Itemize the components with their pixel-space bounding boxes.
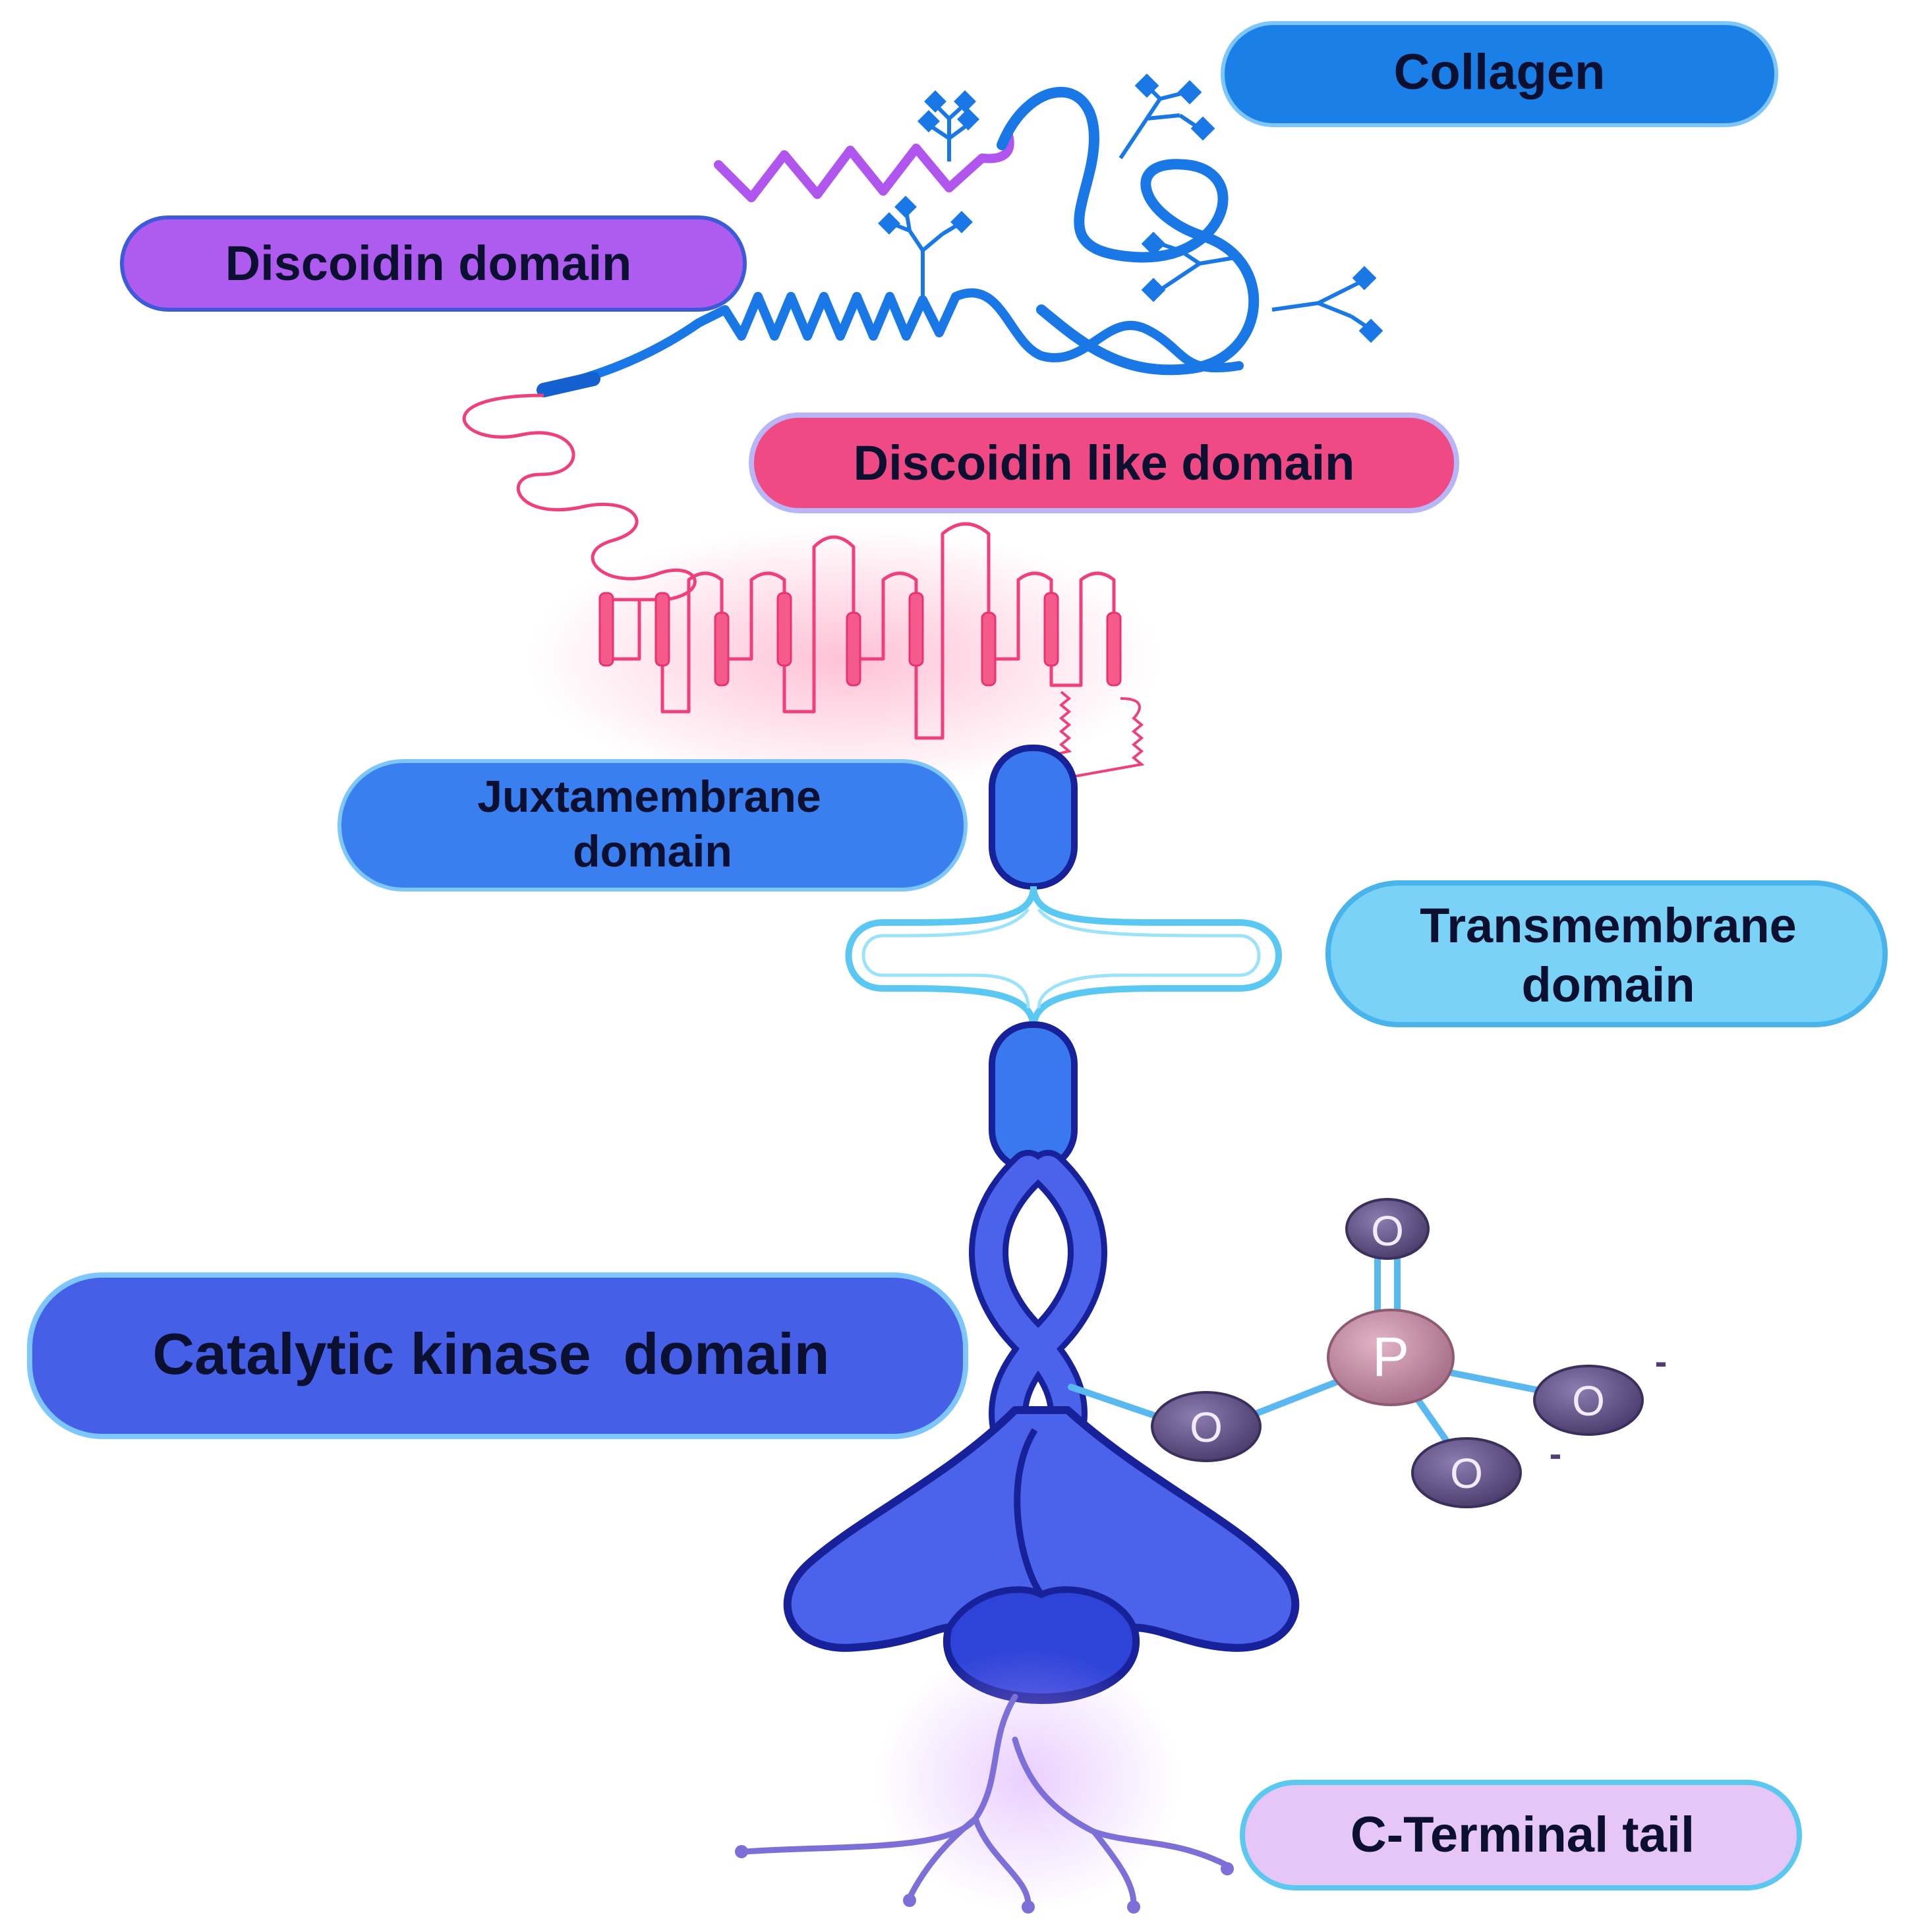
- oxygen-symbol-top: O: [1371, 1207, 1404, 1255]
- oxygen-symbol-right: O: [1572, 1377, 1605, 1425]
- discoidin-like-beta-strands: [598, 592, 1122, 687]
- phosphorus-atom: [1327, 1309, 1455, 1406]
- glycan-branch-5: [1271, 266, 1383, 343]
- charge-right: -: [1655, 1340, 1668, 1382]
- label-juxtamembrane-line2: domain: [573, 826, 732, 876]
- label-catalytic-kinase-text: Catalytic kinase domain: [152, 1321, 829, 1386]
- label-c-terminal: C-Terminal tail: [1240, 1780, 1802, 1890]
- collagen-fibrils: [537, 73, 1383, 397]
- juxtamembrane-segment: [989, 745, 1078, 890]
- label-transmembrane: Transmembrane domain: [1325, 880, 1888, 1027]
- glycan-branch-2: [1119, 73, 1215, 159]
- label-catalytic-kinase: Catalytic kinase domain: [27, 1272, 968, 1439]
- transmembrane-segment: [845, 886, 1282, 1029]
- label-collagen-text: Collagen: [1394, 44, 1606, 100]
- glycan-branch-1: [917, 90, 979, 161]
- label-discoidin: Discoidin domain: [120, 215, 747, 312]
- label-transmembrane-line2: domain: [1521, 957, 1695, 1012]
- label-juxtamembrane-line1: Juxtamembrane: [477, 772, 821, 822]
- label-c-terminal-text: C-Terminal tail: [1351, 1807, 1695, 1863]
- oxygen-symbol-left: O: [1190, 1404, 1223, 1451]
- oxygen-atom-top: [1345, 1198, 1430, 1260]
- receptor-stem: [845, 745, 1282, 1173]
- oxygen-atom-bottom: [1411, 1437, 1522, 1508]
- label-juxtamembrane: Juxtamembrane domain: [337, 759, 968, 892]
- discoidin-strand: [714, 130, 1014, 202]
- label-discoidin-like: Discoidin like domain: [749, 412, 1459, 513]
- oxygen-atom-right: [1533, 1365, 1644, 1436]
- label-discoidin-text: Discoidin domain: [225, 236, 632, 291]
- c-terminal-tail-structure: [735, 1647, 1234, 1914]
- label-discoidin-like-text: Discoidin like domain: [854, 436, 1355, 490]
- discoidin-like-structure: [462, 393, 1160, 791]
- oxygen-symbol-bottom: O: [1450, 1450, 1483, 1497]
- label-collagen: Collagen: [1221, 21, 1778, 127]
- collagen-strand-lower: [539, 288, 1244, 393]
- phosphorus-symbol: P: [1372, 1326, 1409, 1388]
- glycan-branch-3: [878, 196, 973, 297]
- intracellular-juxtamembrane-segment: [989, 1021, 1078, 1173]
- discoidin-like-strand: [462, 393, 1116, 740]
- oxygen-atom-left: [1151, 1391, 1262, 1462]
- charge-bottom: -: [1550, 1433, 1562, 1474]
- label-transmembrane-line1: Transmembrane: [1420, 898, 1797, 953]
- phosphate-group: P O O O O - -: [1068, 1198, 1668, 1508]
- glycan-branch-4: [1141, 231, 1240, 302]
